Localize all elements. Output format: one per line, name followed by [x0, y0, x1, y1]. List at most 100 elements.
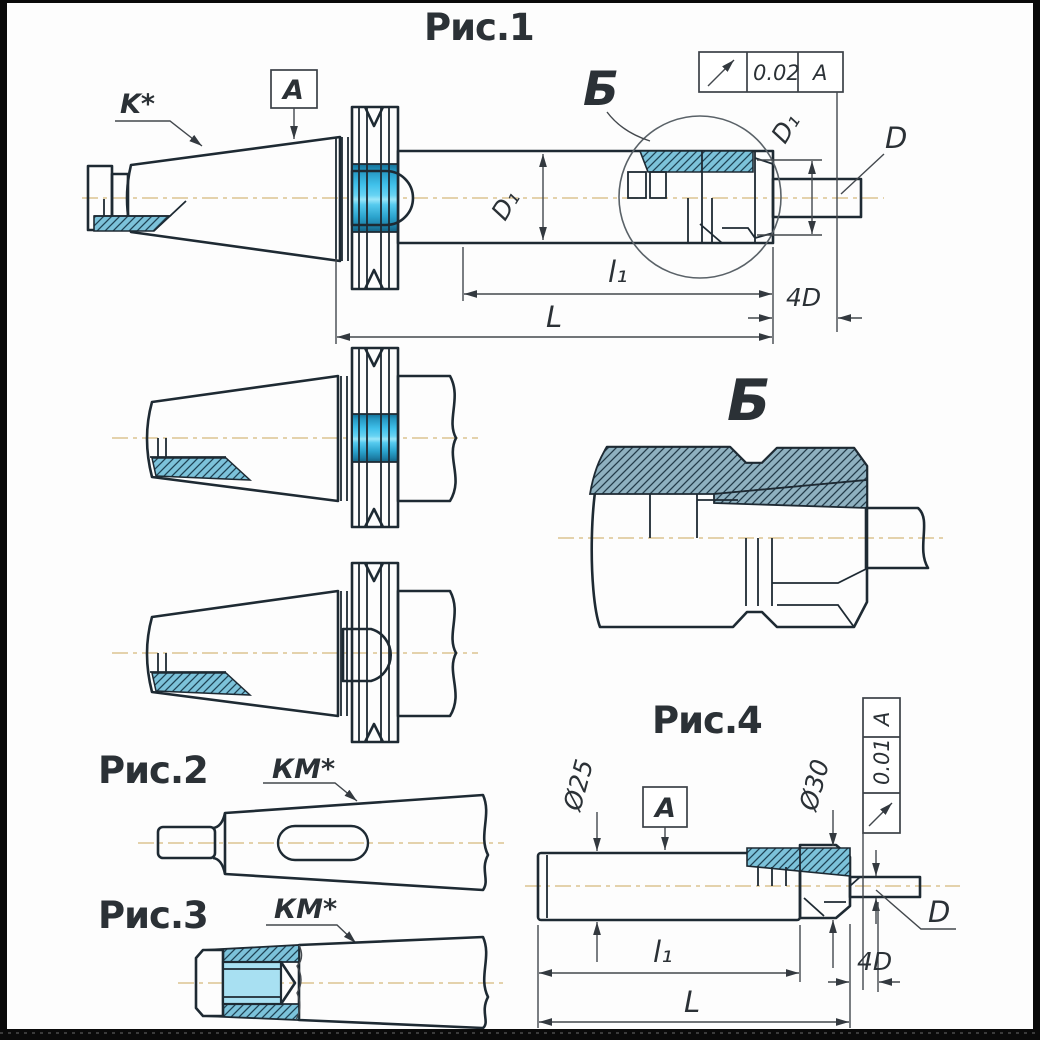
d1-end-label: D₁	[765, 108, 805, 148]
4d-label: 4D	[857, 947, 892, 976]
extension-lines	[537, 902, 879, 1028]
d-leader	[875, 889, 956, 930]
flange-vee-bottom	[363, 507, 385, 528]
flange-vee-top	[363, 106, 385, 128]
morse-taper-label: КМ*	[272, 754, 335, 785]
tolerance-frame-cells	[746, 52, 799, 92]
tang-slot	[276, 824, 370, 862]
section-hatch-top	[202, 944, 300, 963]
extension-lines	[335, 247, 774, 344]
l-label: L	[684, 985, 700, 1019]
tang	[156, 825, 217, 860]
flange-ribs	[352, 107, 398, 289]
figure-2-title: Рис.2	[98, 749, 208, 792]
side-view-lower	[112, 561, 478, 744]
datum-flag-box	[642, 786, 688, 828]
thread-bore-hatch	[93, 215, 173, 232]
figure-3: Рис.3 КМ*	[98, 894, 504, 1030]
section-hatch-outer	[588, 446, 868, 495]
l1-label: l₁	[653, 935, 673, 969]
figure-1-title: Рис.1	[424, 6, 534, 49]
body-stub	[396, 589, 458, 718]
d1-label: D₁	[485, 185, 525, 225]
drive-key	[341, 627, 392, 683]
pilot-shaft	[864, 506, 930, 570]
figure-2: Рис.2 КМ*	[98, 749, 504, 892]
detail-view-title: Б	[727, 368, 770, 434]
thread-lines	[223, 968, 281, 998]
l1-label: l₁	[608, 255, 628, 289]
4d-label: 4D	[786, 283, 821, 312]
pilot-shaft	[848, 875, 922, 899]
collet-slot	[627, 171, 647, 199]
border-bottom	[0, 1029, 1040, 1040]
tolerance-frame-cells	[863, 736, 900, 794]
taper-shank	[145, 589, 340, 718]
border-left	[0, 0, 7, 1040]
detail-circle	[618, 115, 782, 279]
collet-lines	[757, 845, 846, 918]
slot-hatch	[151, 672, 253, 696]
flange-ribs	[358, 563, 390, 742]
side-view-upper	[112, 346, 478, 529]
collet-thread-hatch	[638, 150, 754, 173]
bore-cone	[279, 961, 297, 1005]
pilot-chamfer	[849, 876, 861, 887]
cone-taper-label: K*	[120, 89, 155, 120]
d1-end-extensions	[757, 159, 822, 236]
cone-taper-leader	[115, 120, 203, 147]
figure-3-title: Рис.3	[98, 894, 208, 937]
drive-key	[350, 169, 415, 227]
d-leader	[840, 153, 885, 195]
runout-symbol-icon	[868, 802, 893, 827]
section-hatch-bottom	[202, 1003, 300, 1021]
l-label: L	[546, 300, 562, 334]
dia25-label: Ø25	[558, 756, 600, 814]
gauge-rings	[335, 137, 349, 261]
d-label: D	[885, 121, 907, 155]
border-top	[0, 0, 1040, 3]
d-label: D	[928, 895, 950, 929]
figure-1: Рис.1 K* A	[82, 6, 907, 344]
break-line	[295, 944, 303, 1021]
body-stub	[396, 374, 458, 503]
flange-vee-bottom	[363, 268, 385, 290]
collet-slot	[649, 171, 667, 199]
morse-taper-leader	[266, 924, 357, 944]
figure-4-title: Рис.4	[652, 699, 762, 742]
bore-lines	[94, 199, 187, 217]
morse-taper-body	[297, 935, 490, 1030]
datum-flag-box	[270, 69, 318, 109]
runout-symbol-icon	[707, 59, 735, 87]
morse-taper-leader	[263, 782, 358, 802]
tolerance-datum: A	[870, 712, 894, 728]
tolerance-value: 0.01	[870, 738, 894, 785]
datum-flag-label: A	[281, 75, 304, 106]
collet-thread-hatch	[746, 847, 851, 877]
slot-hatch	[151, 457, 253, 481]
slot-and-ring-lines	[150, 591, 348, 716]
flange-vee-bottom	[363, 722, 385, 743]
pilot-shaft	[771, 177, 863, 219]
morse-taper-label: КМ*	[274, 894, 337, 925]
flange-vee-top	[363, 562, 385, 583]
tang-fillets	[212, 812, 227, 875]
figure-4: Рис.4 Ø25 A Ø30 A 0.01 D	[525, 697, 960, 1028]
flange-ribs	[352, 348, 398, 527]
tolerance-datum: A	[811, 61, 827, 85]
border-right	[1033, 0, 1040, 1040]
dia30-label: Ø30	[794, 756, 836, 814]
flange-vee-top	[363, 347, 385, 368]
tolerance-value: 0.02	[753, 61, 800, 85]
detail-callout-label: Б	[583, 62, 619, 117]
end-cap	[194, 948, 225, 1018]
taper-shank	[145, 374, 340, 503]
datum-flag-label: A	[653, 793, 676, 824]
tolerance-frame	[698, 51, 844, 93]
collet-slit-lines	[649, 494, 867, 628]
slot-and-ring-lines	[150, 376, 348, 501]
detail-callout-leader	[606, 111, 651, 142]
